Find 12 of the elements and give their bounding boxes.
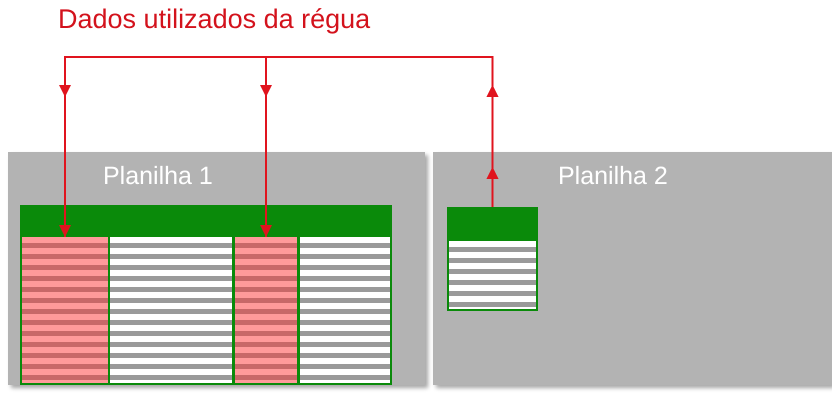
sheet-panel: [433, 152, 832, 385]
sheet-title: Planilha 2: [558, 162, 668, 191]
sheet-title: Planilha 1: [103, 162, 213, 191]
highlighted-column: [235, 237, 297, 383]
table: [20, 205, 392, 385]
highlighted-column: [22, 237, 108, 383]
caption-label: Dados utilizados da régua: [58, 4, 370, 35]
table-column: [300, 237, 390, 383]
sheet-panel: [8, 152, 425, 385]
table-column: [449, 241, 536, 309]
table: [447, 207, 538, 311]
table-column: [110, 237, 232, 383]
